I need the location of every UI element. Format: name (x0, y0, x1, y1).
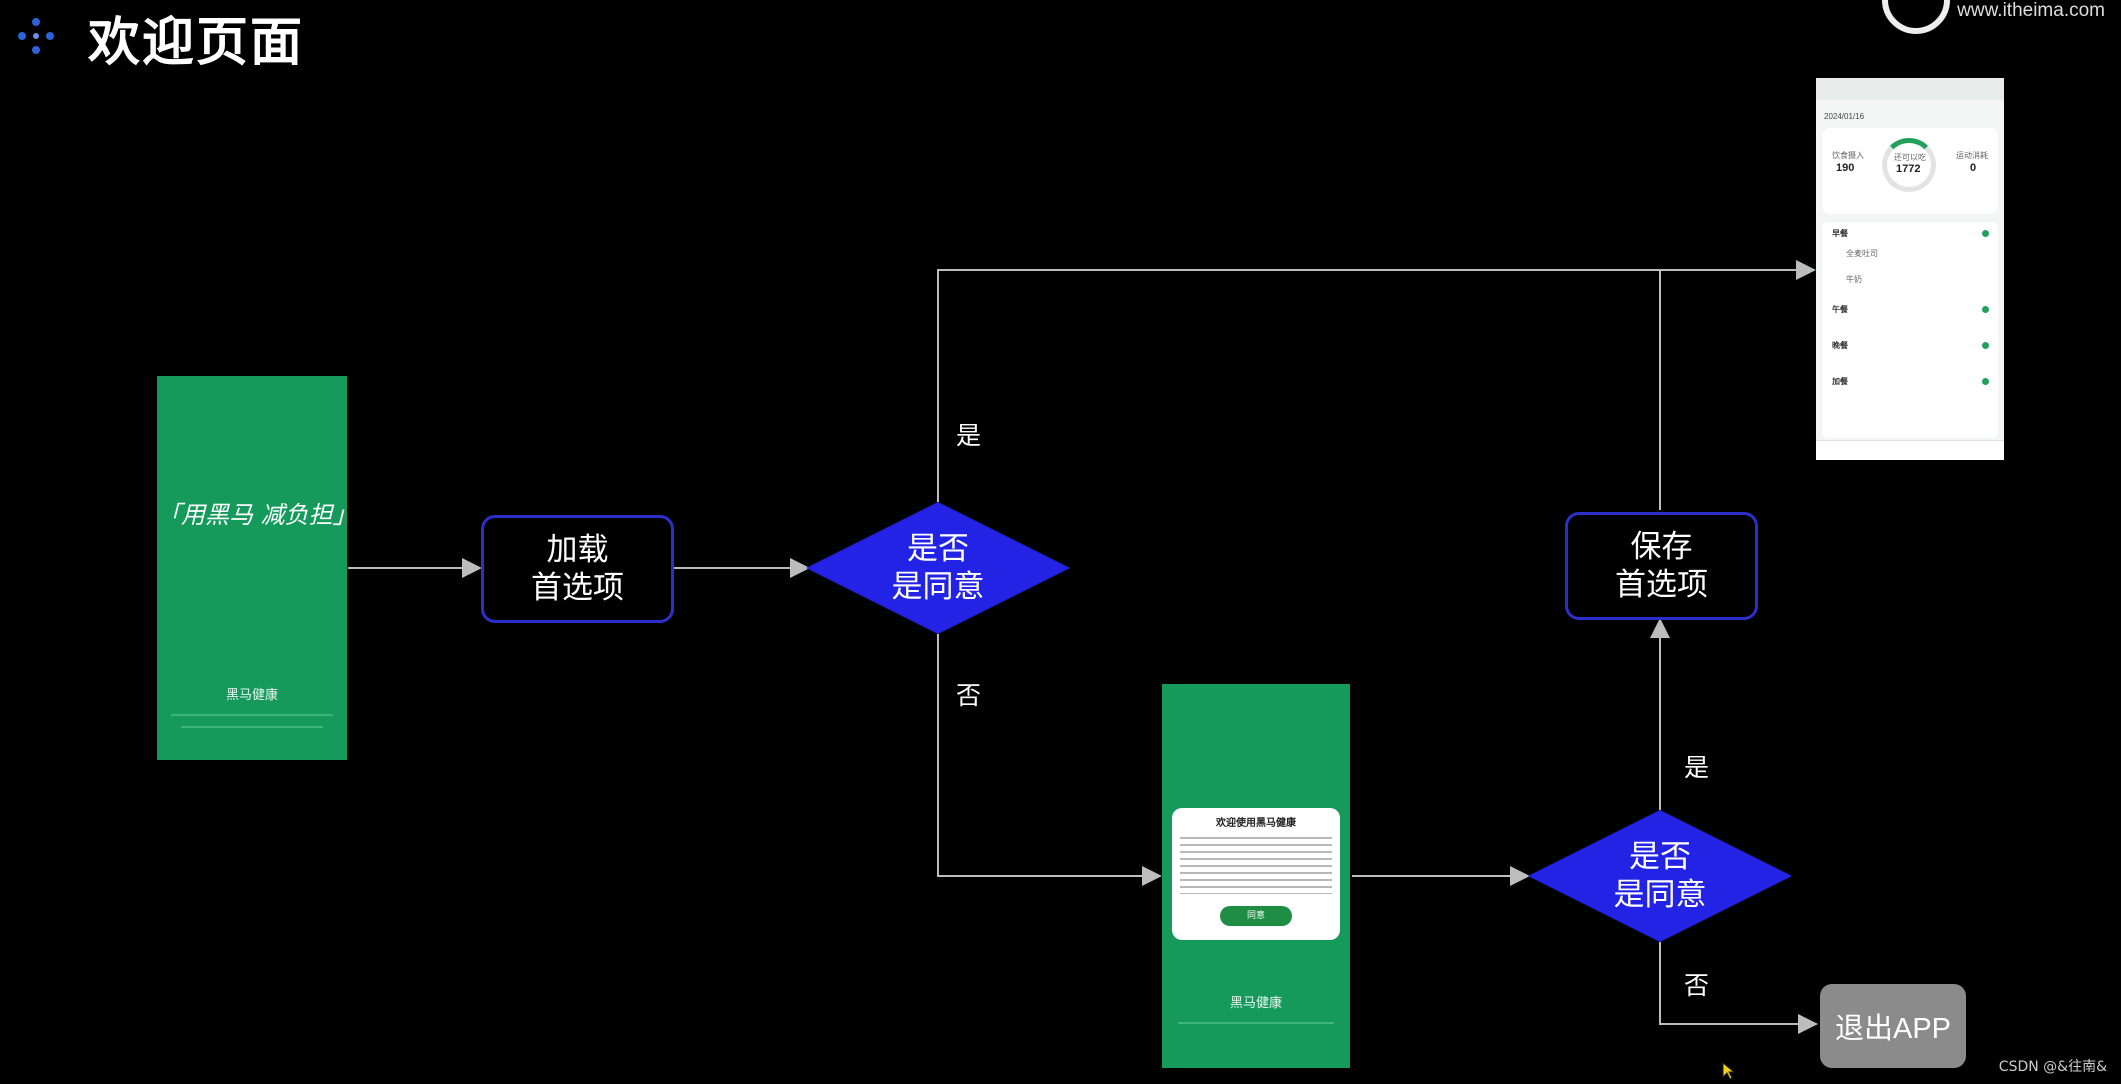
page-title: 欢迎页面 (88, 13, 305, 73)
load-prefs-line2: 首选项 (531, 570, 624, 606)
save-prefs-line1: 保存 (1630, 529, 1693, 565)
decision2-line1: 是否 (1629, 839, 1691, 875)
dashboard-header-bar (1816, 78, 2004, 100)
save-prefs-line2: 首选项 (1615, 567, 1708, 603)
intake-label: 饮食摄入 (1832, 151, 1864, 160)
edge-decision1-yes (937, 260, 1816, 502)
status-dot-icon (1982, 342, 1989, 349)
privacy-screen: 欢迎使用黑马健康 同意 黑马健康 (1162, 684, 1350, 1068)
edge-label-yes2: 是 (1684, 753, 1710, 782)
decision2-diamond (1528, 810, 1792, 942)
remaining-value: 1772 (1896, 163, 1921, 175)
app-logo-icon (14, 14, 58, 58)
edge-label-no1: 否 (956, 681, 982, 710)
splash-footnote-line (171, 714, 333, 716)
dashboard-meal-list: 早餐 全麦吐司 牛奶 午餐 晚餐 加餐 (1822, 222, 1998, 438)
decision2-line2: 是同意 (1613, 877, 1707, 913)
splash-footnote-line (181, 726, 323, 728)
privacy-footnote-line (1178, 1022, 1334, 1024)
brand-site: www.itheima.com (1957, 0, 2105, 21)
burn-label: 运动消耗 (1956, 151, 1988, 160)
burn-value: 0 (1970, 162, 1977, 174)
load-preferences-node: 加载首选项 (481, 515, 674, 623)
dashboard-summary-card: 饮食摄入 190 还可以吃 1772 运动消耗 0 (1822, 128, 1998, 214)
food-item: 牛奶 (1846, 275, 1862, 284)
privacy-dialog: 欢迎使用黑马健康 同意 (1172, 808, 1340, 940)
privacy-app-name: 黑马健康 (1229, 996, 1282, 1011)
decision2-label: 是否是同意 (1590, 838, 1730, 914)
load-prefs-line1: 加载 (546, 532, 609, 568)
status-dot-icon (1982, 306, 1989, 313)
meal-snack: 加餐 (1832, 377, 1848, 386)
status-dot-icon (1982, 230, 1989, 237)
decision1-line2: 是同意 (891, 569, 985, 605)
intake-value: 190 (1836, 162, 1855, 174)
dashboard-tab-bar (1816, 440, 2004, 460)
meal-dinner: 晚餐 (1832, 341, 1848, 350)
privacy-dialog-text (1180, 832, 1332, 894)
splash-slogan: 「用黑马 减负担」 (157, 501, 347, 529)
footer-credit: CSDN @&往南& (1998, 1059, 2107, 1075)
splash-app-name: 黑马健康 (225, 688, 278, 703)
edge-decision1-no (937, 634, 1162, 886)
privacy-dialog-title: 欢迎使用黑马健康 (1216, 818, 1296, 829)
dashboard-date: 2024/01/16 (1824, 112, 1865, 121)
remaining-label: 还可以吃 (1894, 153, 1926, 162)
save-preferences-node: 保存首选项 (1565, 512, 1758, 620)
mouse-cursor-icon (1722, 1061, 1736, 1084)
privacy-agree-button[interactable]: 同意 (1220, 906, 1292, 926)
decision1-diamond (806, 502, 1070, 634)
edge-decision2-no (1659, 942, 1818, 1034)
calorie-ring (1882, 138, 1936, 192)
home-dashboard-screen: 2024/01/16 饮食摄入 190 还可以吃 1772 运动消耗 0 早餐 … (1816, 78, 2004, 460)
status-dot-icon (1982, 378, 1989, 385)
meal-breakfast: 早餐 (1832, 229, 1848, 238)
decision1-line1: 是否 (907, 531, 969, 567)
edge-label-yes1: 是 (956, 421, 982, 450)
decision1-label: 是否是同意 (868, 530, 1008, 606)
exit-app-node: 退出APP (1820, 984, 1966, 1068)
splash-screen: 「用黑马 减负担」 黑马健康 (157, 376, 347, 760)
edge-label-no2: 否 (1684, 971, 1710, 1000)
food-item: 全麦吐司 (1846, 249, 1878, 258)
meal-lunch: 午餐 (1832, 305, 1848, 314)
